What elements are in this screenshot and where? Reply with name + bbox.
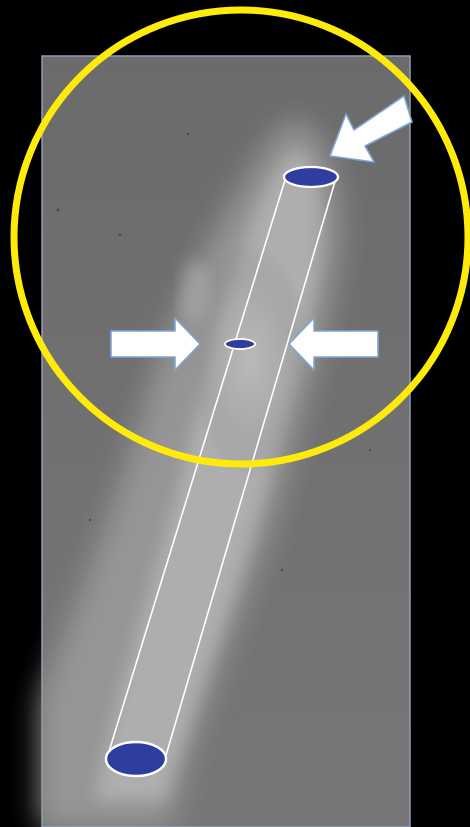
- canal-opening-bottom: [106, 742, 166, 776]
- canal-constriction-middle: [225, 339, 255, 349]
- canal-opening-top: [284, 167, 338, 187]
